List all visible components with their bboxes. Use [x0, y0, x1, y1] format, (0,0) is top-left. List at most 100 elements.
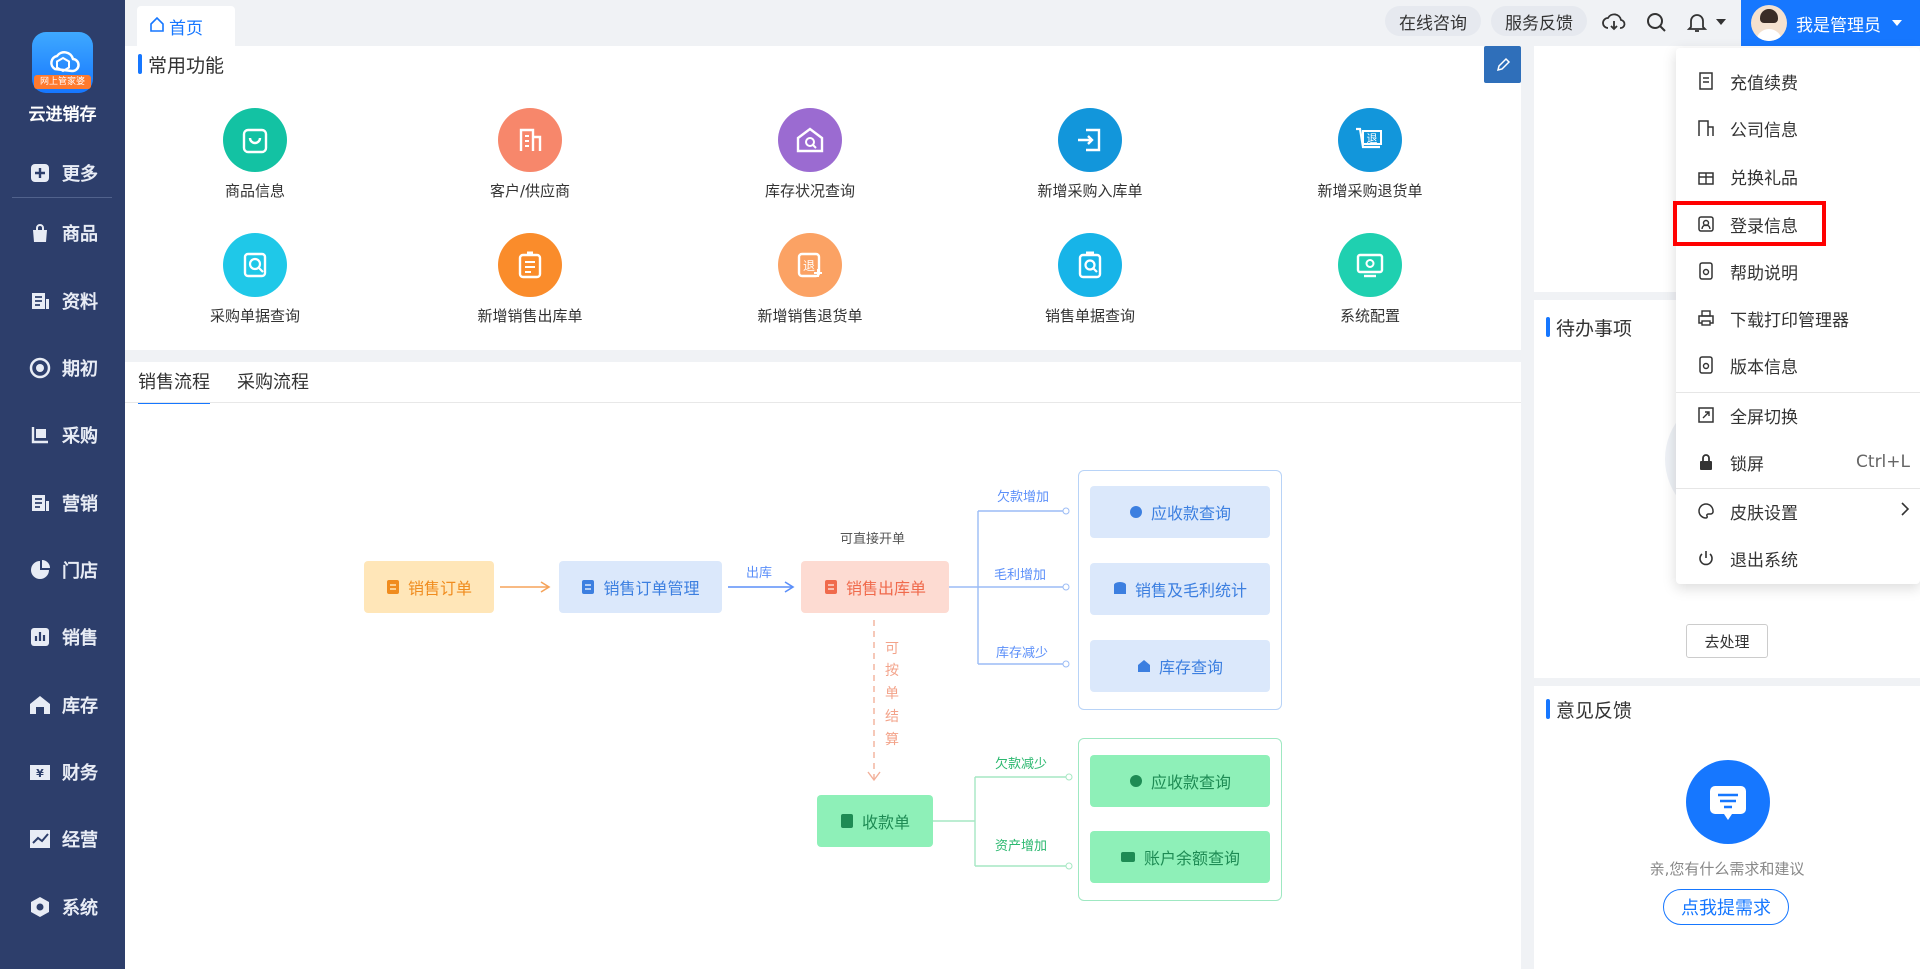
- chevron-right-icon: [1900, 501, 1910, 522]
- tab-sales-flow[interactable]: 销售流程: [138, 368, 210, 404]
- func-label: 销售单据查询: [1044, 307, 1135, 325]
- power-icon: [1696, 548, 1716, 568]
- menu-item-download-printer[interactable]: 下载打印管理器: [1676, 296, 1920, 340]
- sidebar-item-purchase[interactable]: 采购: [0, 410, 125, 460]
- menu-item-version[interactable]: 版本信息: [1676, 343, 1920, 387]
- warehouse-icon: [1137, 659, 1151, 673]
- flow-stock-query[interactable]: 库存查询: [1090, 640, 1270, 692]
- user-menu-button[interactable]: 我是管理员: [1741, 0, 1920, 46]
- menu-item-company-info[interactable]: 公司信息: [1676, 106, 1920, 150]
- func-goods-info[interactable]: 商品信息: [155, 108, 355, 201]
- func-new-purchase-in[interactable]: 新增采购入库单: [990, 108, 1190, 201]
- cart-icon: [28, 423, 52, 447]
- menu-item-label: 登录信息: [1730, 216, 1798, 237]
- sidebar-item-operation[interactable]: 经营: [0, 814, 125, 864]
- flow-receivable-query[interactable]: 应收款查询: [1090, 486, 1270, 538]
- sidebar-item-store[interactable]: 门店: [0, 545, 125, 595]
- sidebar-item-label: 经营: [62, 830, 98, 851]
- func-purchase-doc-query[interactable]: 采购单据查询: [155, 233, 355, 326]
- feedback-text: 亲,您有什么需求和建议: [1649, 860, 1805, 878]
- func-stock-query[interactable]: 库存状况查询: [710, 108, 910, 201]
- building-icon: [498, 108, 562, 172]
- sidebar-item-label: 系统: [62, 898, 98, 919]
- sidebar-item-label: 更多: [62, 164, 98, 185]
- flow-label-stock-decrease: 库存减少: [996, 646, 1049, 661]
- sidebar-item-data[interactable]: 资料: [0, 276, 125, 326]
- flow-receivable-query-2[interactable]: 应收款查询: [1090, 755, 1270, 807]
- menu-item-label: 全屏切换: [1730, 407, 1798, 428]
- menu-item-logout[interactable]: 退出系统: [1676, 536, 1920, 580]
- menu-item-fullscreen[interactable]: 全屏切换: [1676, 393, 1920, 437]
- flow-label-debt-decrease: 欠款减少: [995, 757, 1048, 772]
- search-icon[interactable]: [1642, 8, 1670, 36]
- doc-icon: [581, 579, 595, 595]
- flow-sales-order[interactable]: 销售订单: [364, 561, 494, 613]
- func-customer-supplier[interactable]: 客户/供应商: [430, 108, 630, 201]
- service-feedback-button[interactable]: 服务反馈: [1491, 6, 1587, 36]
- sidebar-item-sales[interactable]: 销售: [0, 612, 125, 662]
- app-name: 云进销存: [28, 105, 97, 125]
- func-sales-doc-query[interactable]: 销售单据查询: [990, 233, 1190, 326]
- vertical-label-4: 结: [885, 709, 899, 725]
- document-icon: [28, 491, 52, 515]
- menu-item-recharge[interactable]: 充值续费: [1676, 59, 1920, 103]
- clipboard-list-icon: [498, 233, 562, 297]
- receipt-icon: [840, 813, 854, 829]
- sidebar-item-inventory[interactable]: 库存: [0, 680, 125, 730]
- tab-home-label: 首页: [169, 18, 203, 39]
- tab-purchase-flow[interactable]: 采购流程: [237, 372, 309, 393]
- svg-text:退: 退: [1367, 132, 1378, 145]
- tab-home[interactable]: 首页: [137, 6, 235, 46]
- menu-item-label: 公司信息: [1730, 120, 1798, 141]
- func-new-sales-out[interactable]: 新增销售出库单: [430, 233, 630, 326]
- menu-item-label: 锁屏: [1730, 454, 1764, 475]
- flow-box-label: 库存查询: [1158, 658, 1223, 677]
- menu-item-skin[interactable]: 皮肤设置: [1676, 489, 1920, 533]
- user-card-icon: [1696, 214, 1716, 234]
- flow-label-profit-increase: 毛利增加: [994, 568, 1047, 583]
- sidebar-item-finance[interactable]: ¥ 财务: [0, 747, 125, 797]
- func-new-sales-return[interactable]: 退 新增销售退货单: [710, 233, 910, 326]
- func-label: 新增销售出库单: [477, 307, 583, 325]
- sidebar-item-goods[interactable]: 商品: [0, 208, 125, 258]
- flow-label-asset-increase: 资产增加: [995, 839, 1048, 854]
- flow-account-balance-query[interactable]: 账户余额查询: [1090, 831, 1270, 883]
- common-functions-panel: [125, 46, 1521, 350]
- flow-label-direct: 可直接开单: [840, 532, 906, 547]
- lock-shortcut: Ctrl+L: [1856, 452, 1910, 472]
- menu-item-gift[interactable]: 兑换礼品: [1676, 154, 1920, 198]
- edit-button[interactable]: [1484, 46, 1521, 83]
- func-label: 新增采购退货单: [1317, 182, 1423, 200]
- flow-sales-profit-stats[interactable]: 销售及毛利统计: [1090, 563, 1270, 615]
- menu-item-login-info[interactable]: 登录信息: [1676, 202, 1920, 246]
- sidebar-item-opening[interactable]: 期初: [0, 343, 125, 393]
- sidebar-item-marketing[interactable]: 营销: [0, 478, 125, 528]
- flow-sales-out[interactable]: 销售出库单: [801, 561, 949, 613]
- sidebar-item-label: 商品: [62, 224, 98, 245]
- yen-icon: ¥: [28, 760, 52, 784]
- menu-item-lock[interactable]: 锁屏 Ctrl+L: [1676, 440, 1920, 484]
- func-new-purchase-return[interactable]: 退 新增采购退货单: [1270, 108, 1470, 201]
- coin-icon: [1129, 505, 1143, 519]
- sidebar-item-more[interactable]: 更多: [0, 148, 125, 198]
- flow-box-label: 销售订单管理: [603, 579, 700, 598]
- printer-icon: [1696, 308, 1716, 328]
- flow-box-label: 收款单: [861, 813, 910, 832]
- chevron-down-icon[interactable]: [1707, 8, 1735, 36]
- online-consult-button[interactable]: 在线咨询: [1385, 6, 1481, 36]
- process-button[interactable]: 去处理: [1686, 624, 1768, 658]
- flow-order-management[interactable]: 销售订单管理: [559, 561, 722, 613]
- func-system-config[interactable]: 系统配置: [1270, 233, 1470, 326]
- bell-icon[interactable]: [1683, 8, 1711, 36]
- lock-icon: [1696, 452, 1716, 472]
- submit-request-button[interactable]: 点我提需求: [1663, 889, 1789, 925]
- version-icon: [1696, 355, 1716, 375]
- sidebar-item-label: 销售: [62, 628, 98, 649]
- menu-item-label: 下载打印管理器: [1730, 310, 1849, 331]
- fullscreen-icon: [1696, 405, 1716, 425]
- flow-receipt[interactable]: 收款单: [817, 795, 933, 847]
- sidebar-item-system[interactable]: 系统: [0, 882, 125, 932]
- cloud-download-icon[interactable]: [1600, 8, 1628, 36]
- menu-item-help[interactable]: 帮助说明: [1676, 249, 1920, 293]
- document-icon: [28, 289, 52, 313]
